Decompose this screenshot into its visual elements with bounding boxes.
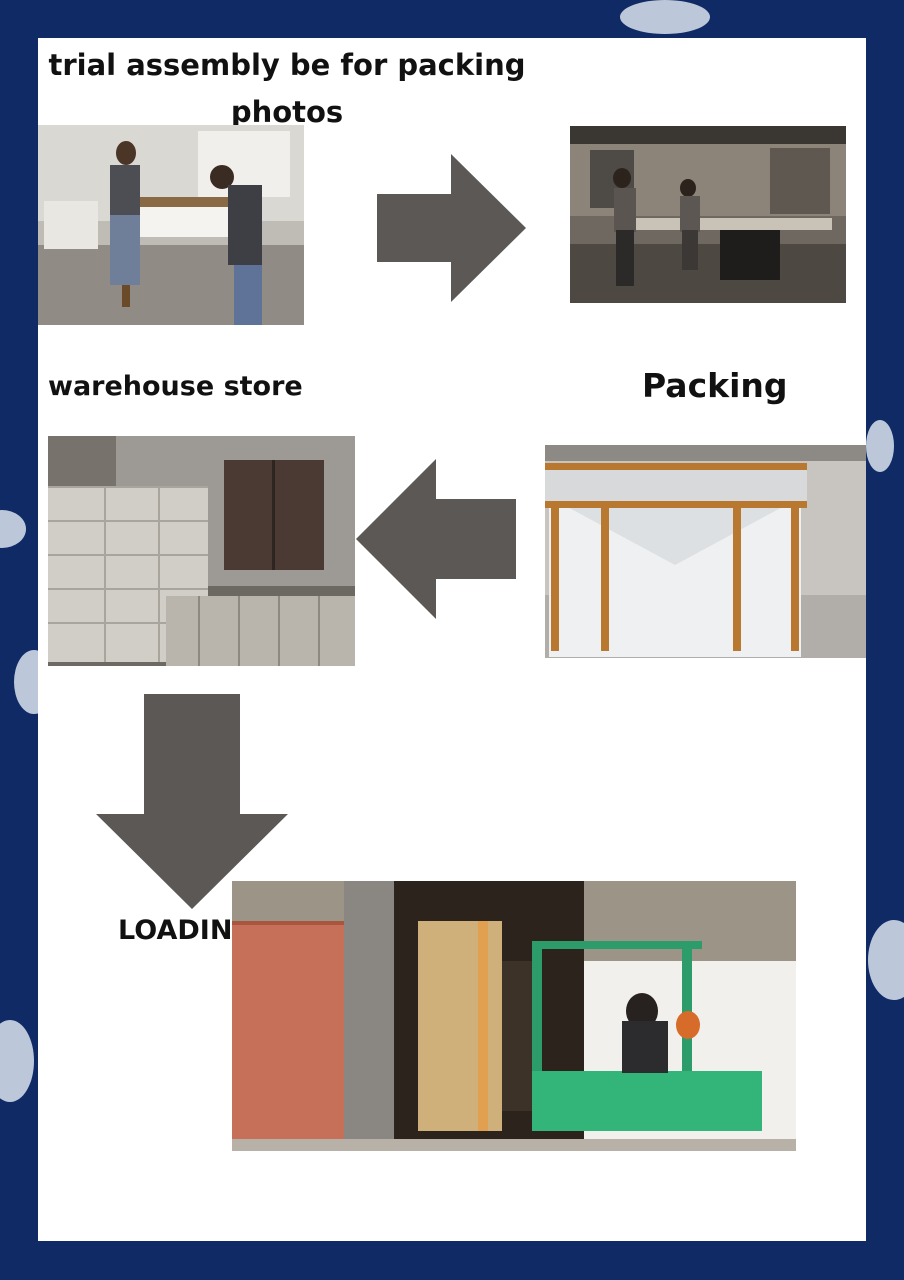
trial-assembly-photo (38, 125, 304, 325)
flow-sheet: trial assembly be for packing photos (38, 38, 866, 1241)
arrow-right-icon (377, 154, 526, 302)
loading-photo (232, 881, 796, 1151)
background-blob (0, 1020, 34, 1102)
arrow-down-icon (96, 694, 288, 909)
packing-heading: Packing (642, 363, 802, 409)
background-blob (0, 510, 26, 548)
warehouse-store-photo (48, 436, 355, 666)
cutting-workshop-photo (570, 126, 846, 303)
background-blob (620, 0, 710, 34)
background-blob (866, 420, 894, 472)
background-blob (868, 920, 904, 1000)
warehouse-store-heading: warehouse store (48, 367, 348, 407)
trial-assembly-heading: trial assembly be for packing photos (38, 42, 536, 136)
arrow-left-icon (356, 459, 516, 619)
packing-photo (545, 445, 866, 658)
